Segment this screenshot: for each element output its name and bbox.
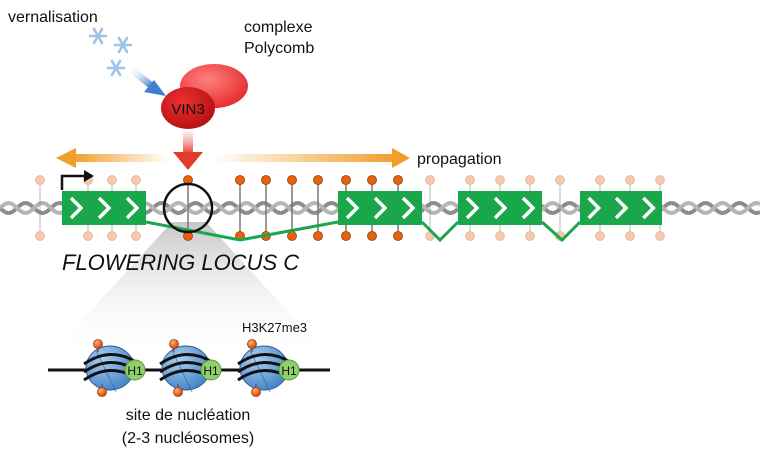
exon: [580, 191, 662, 225]
propagation-arrow-left: [56, 148, 168, 168]
h1-linker-histone: H1: [200, 359, 222, 381]
nucleation-label-line1: site de nucléation: [126, 407, 251, 424]
tss-arrow-icon: [60, 170, 94, 190]
vin3-label: VIN3: [171, 101, 204, 118]
nucleation-circle: [162, 182, 214, 234]
polycomb-label-line2: Polycomb: [244, 40, 314, 57]
nucleosome: H1: [83, 339, 146, 397]
propagation-label: propagation: [417, 151, 502, 168]
histone-mark-label: H3K27me3: [242, 320, 307, 335]
exons: [62, 191, 662, 225]
nucleation-label-line2: (2-3 nucléosomes): [122, 430, 255, 447]
nucleosomes: H1 H1 H1: [83, 339, 300, 397]
histone-mark: [261, 175, 271, 241]
vernalisation-label: vernalisation: [8, 9, 98, 26]
polycomb-label-line1: complexe: [244, 19, 313, 36]
snowflake-icon: [88, 27, 108, 45]
h1-linker-histone: H1: [278, 359, 300, 381]
propagation-arrow-right: [212, 148, 410, 168]
h1-label: H1: [127, 364, 143, 378]
histone-mark: [183, 175, 193, 241]
intron-connector: [420, 220, 460, 243]
vernalisation-arrow: [130, 68, 166, 96]
snowflake-icon: [106, 59, 126, 77]
snowflake-icon: [113, 36, 133, 54]
intron-connector: [145, 220, 339, 242]
intron-connector: [540, 220, 582, 243]
exon: [338, 191, 422, 225]
h1-label: H1: [203, 364, 219, 378]
gene-name-label: FLOWERING LOCUS C: [62, 250, 299, 275]
histone-mark: [465, 175, 475, 241]
zoom-funnel: [48, 222, 330, 358]
histone-mark: [287, 175, 297, 241]
recruitment-arrow: [173, 132, 203, 170]
vin3-protein: [161, 87, 215, 129]
exon: [458, 191, 542, 225]
exon: [62, 191, 146, 225]
h1-linker-histone: H1: [124, 359, 146, 381]
h1-label: H1: [281, 364, 297, 378]
nucleosome: H1: [159, 339, 222, 397]
histone-mark: [525, 175, 535, 241]
histone-mark: [35, 175, 45, 241]
histone-mark: [341, 175, 351, 241]
nucleosome: H1: [237, 339, 300, 397]
